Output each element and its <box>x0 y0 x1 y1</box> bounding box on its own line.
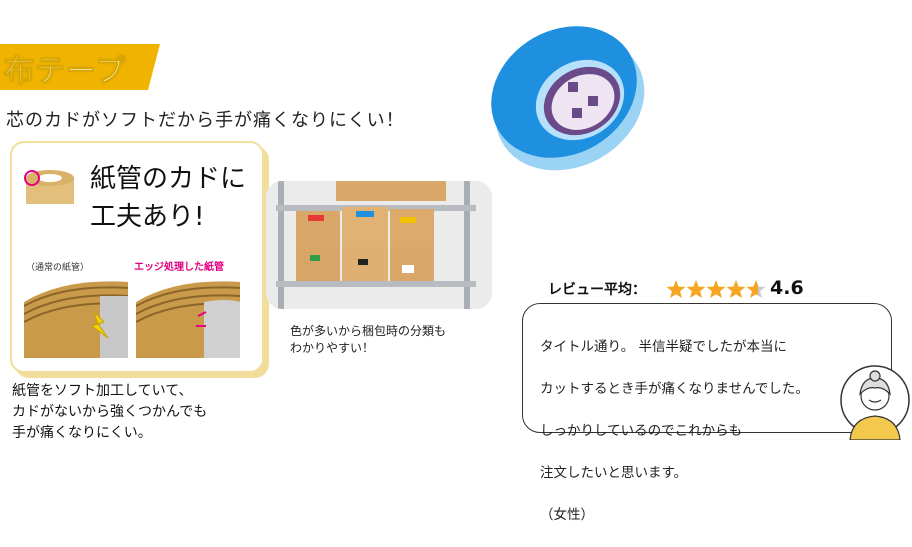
page-subtitle: 芯のカドがソフトだから手が痛くなりにくい！ <box>6 110 405 131</box>
blue-tape-product-image <box>491 26 645 171</box>
edge-core-illustration <box>136 281 240 358</box>
review-bubble <box>522 303 892 433</box>
review-line: カットするとき手が痛くなりませんでした。 <box>540 381 809 397</box>
edge-core-label: エッジ処理した紙管 <box>134 262 224 273</box>
feature-caption-line: 手が痛くなりにくい。 <box>12 425 152 441</box>
feature-caption: 紙管をソフト加工していて、 カドがないから強くつかんでも 手が痛くなりにくい。 <box>12 381 207 444</box>
tape-roll-icon <box>24 170 74 204</box>
shelf-boxes-photo <box>266 181 492 309</box>
reviewer-avatar-icon <box>840 365 910 440</box>
star-half-icon <box>746 280 766 298</box>
photo-caption: 色が多いから梱包時の分類も わかりやすい！ <box>290 323 446 357</box>
review-text: タイトル通り。 半信半疑でしたが本当に カットするとき手が痛くなりませんでした。… <box>540 316 809 547</box>
review-line: タイトル通り。 半信半疑でしたが本当に <box>540 339 788 355</box>
rating-label: レビュー平均： <box>548 282 646 298</box>
rating-stars <box>666 280 766 298</box>
review-line: 注文したいと思います。 <box>540 465 688 481</box>
photo-caption-line: わかりやすい！ <box>290 341 375 355</box>
star-icon <box>726 280 746 298</box>
photo-caption-line: 色が多いから梱包時の分類も <box>290 324 447 338</box>
star-icon <box>686 280 706 298</box>
feature-heading-line2: 工夫あり! <box>90 202 205 232</box>
feature-heading-line1: 紙管のカドに <box>90 164 247 194</box>
review-line: （女性） <box>540 507 594 523</box>
normal-core-illustration <box>24 281 128 358</box>
feature-heading: 紙管のカドに 工夫あり! <box>90 160 246 236</box>
feature-caption-line: 紙管をソフト加工していて、 <box>12 383 193 399</box>
rating-value: 4.6 <box>770 277 804 299</box>
normal-core-label: （通常の紙管） <box>26 263 90 273</box>
page-title: 布テープ <box>3 54 127 90</box>
review-line: しっかりしているのでこれからも <box>540 423 743 439</box>
star-icon <box>666 280 686 298</box>
star-icon <box>706 280 726 298</box>
title-banner <box>0 44 160 90</box>
feature-caption-line: カドがないから強くつかんでも <box>12 404 208 420</box>
